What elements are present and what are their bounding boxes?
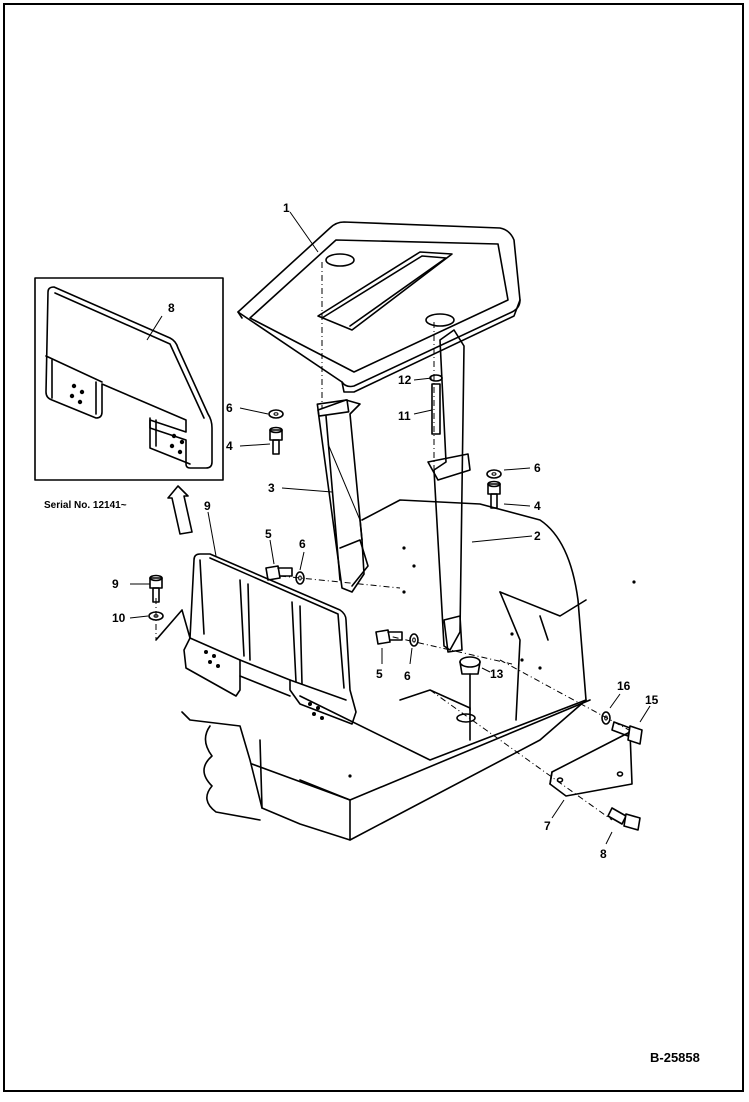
page-border — [3, 3, 744, 1092]
bolt-15 — [611, 721, 643, 745]
washer-6-upper-right — [486, 469, 502, 479]
callout-6-right: 6 — [404, 669, 411, 683]
arrow-up-icon — [167, 485, 193, 535]
washer-6-right — [409, 633, 419, 647]
bolt-10 — [149, 574, 163, 603]
washer-16 — [601, 711, 611, 725]
callout-3: 3 — [268, 481, 275, 495]
callout-5-right: 5 — [376, 667, 383, 681]
canopy-roof — [237, 221, 521, 393]
callout-4-upper-left: 4 — [226, 439, 233, 453]
callout-9-inset: 8 — [168, 301, 175, 315]
callout-1: 1 — [283, 201, 290, 215]
knob-14 — [459, 656, 481, 711]
callout-7: 7 — [544, 819, 551, 833]
leader-9b — [207, 511, 217, 557]
rear-guard — [155, 553, 357, 725]
inset-box: 8 — [34, 277, 224, 481]
washer-6-upper-left — [268, 409, 284, 419]
callout-14: 13 — [490, 667, 504, 681]
callout-13: 12 — [398, 373, 412, 387]
bolt-5-right — [375, 629, 403, 645]
bolt-5-left — [265, 565, 293, 581]
leader-2 — [471, 535, 533, 543]
callout-4-upper-right: 4 — [534, 499, 541, 513]
bracket-7 — [549, 731, 633, 797]
bolt-8 — [607, 807, 641, 831]
callout-2: 2 — [534, 529, 541, 543]
leader-9a — [146, 315, 163, 341]
callout-15: 15 — [645, 693, 659, 707]
leader-3 — [281, 487, 333, 493]
callout-6-left: 6 — [299, 537, 306, 551]
bolt-4-upper-left — [269, 426, 283, 455]
inset-guard — [45, 286, 213, 469]
washer-11 — [148, 611, 164, 621]
callout-9-main: 9 — [204, 499, 211, 513]
callout-6-upper-right: 6 — [534, 461, 541, 475]
right-post — [427, 329, 471, 653]
callout-10: 9 — [112, 577, 119, 591]
serial-note: Serial No. 12141~ — [44, 500, 127, 511]
reference-code: B-25858 — [650, 1050, 700, 1065]
washer-6-left — [295, 571, 305, 585]
callout-16: 16 — [617, 679, 631, 693]
callout-8: 8 — [600, 847, 607, 861]
callout-11: 10 — [112, 611, 126, 625]
callout-5-left: 5 — [265, 527, 272, 541]
leader-1 — [289, 211, 319, 253]
callout-12: 11 — [398, 409, 411, 423]
machine-body — [181, 499, 636, 841]
callout-6-upper-left: 6 — [226, 401, 233, 415]
inset-frame — [34, 277, 224, 481]
